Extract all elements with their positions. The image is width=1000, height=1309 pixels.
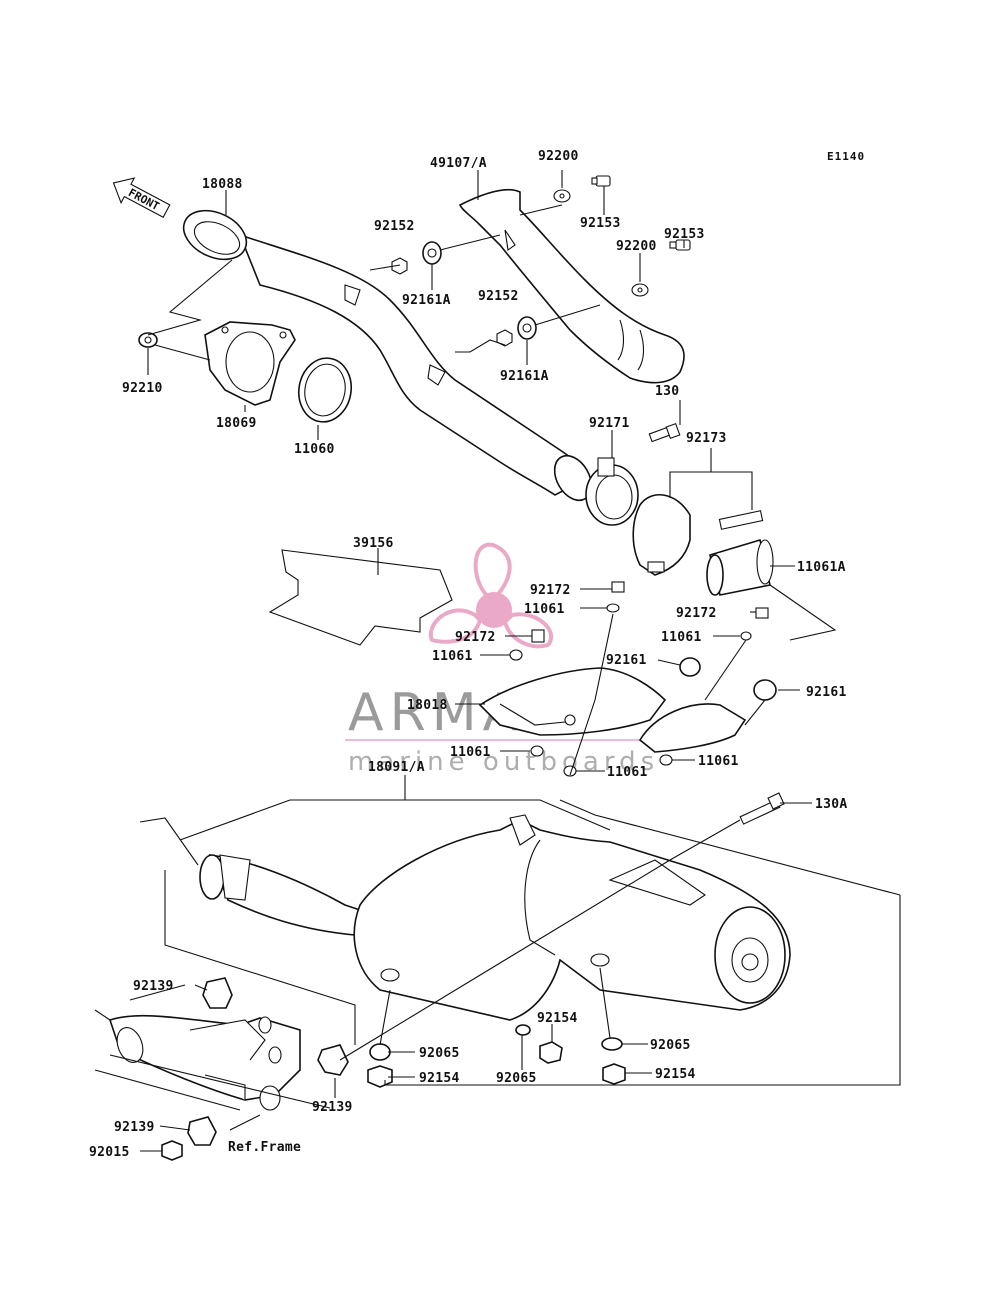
part-92154-plug-a	[367, 1065, 393, 1088]
part-18091A-muffler	[199, 814, 791, 1021]
label-130: 130	[655, 384, 679, 399]
part-39156-insulator	[268, 549, 453, 646]
front-label: FRONT	[126, 186, 162, 213]
label-92161A-b: 92161A	[500, 369, 549, 384]
label-92015: 92015	[89, 1145, 130, 1160]
part-92152-nut-a	[391, 257, 408, 275]
label-11060: 11060	[294, 442, 335, 457]
part-92173-clamp-assembly	[632, 493, 764, 576]
part-11061-washer-f	[659, 754, 673, 766]
leader-lines	[94, 170, 901, 1152]
label-92139-c: 92139	[114, 1120, 155, 1135]
part-92200-washer-top	[553, 189, 571, 203]
part-92065-gasket-a	[369, 1043, 391, 1061]
front-arrow-icon: FRONT	[112, 177, 171, 219]
part-92161A-grommet-b	[517, 316, 537, 340]
part-49107A-heat-shield	[458, 188, 685, 384]
part-92153-bolt-top	[591, 175, 611, 187]
label-92154-b: 92154	[537, 1011, 578, 1026]
part-92065-gasket-b	[515, 1024, 531, 1036]
part-92139-damper-a	[202, 977, 233, 1009]
label-92172-a: 92172	[530, 583, 571, 598]
label-92200-right: 92200	[616, 239, 657, 254]
label-18018: 18018	[407, 698, 448, 713]
part-11061-washer-c	[509, 649, 523, 661]
label-92152-a: 92152	[374, 219, 415, 234]
part-130A-bolt	[739, 792, 785, 825]
label-92173: 92173	[686, 431, 727, 446]
propeller-logo	[428, 542, 553, 649]
part-130-bolt	[648, 422, 681, 443]
part-92154-plug-c	[602, 1063, 626, 1085]
label-11061-f: 11061	[698, 754, 739, 769]
label-11061-b: 11061	[661, 630, 702, 645]
label-92161-a: 92161	[606, 653, 647, 668]
label-92139-b: 92139	[312, 1100, 353, 1115]
label-92200-top: 92200	[538, 149, 579, 164]
part-18088-flange	[182, 209, 248, 261]
label-92065-a: 92065	[419, 1046, 460, 1061]
label-92161-b: 92161	[806, 685, 847, 700]
part-92139-damper-c	[187, 1116, 217, 1146]
part-92200-washer-right	[631, 283, 649, 297]
part-11061A-sleeve	[706, 538, 774, 596]
label-11061-e: 11061	[607, 765, 648, 780]
label-92210: 92210	[122, 381, 163, 396]
watermark-tagline: marine outboards	[348, 747, 659, 777]
label-92172-c: 92172	[455, 630, 496, 645]
part-92154-plug-b	[539, 1041, 563, 1064]
part-11061-washer-a	[606, 603, 620, 613]
label-130A: 130A	[815, 797, 848, 812]
part-92161A-grommet-a	[422, 241, 442, 265]
label-92065-b: 92065	[650, 1038, 691, 1053]
part-92161-grommet-b	[753, 679, 777, 701]
label-18069: 18069	[216, 416, 257, 431]
part-92015-nut	[161, 1140, 183, 1161]
part-18069-gasket	[204, 321, 296, 406]
part-92172-screw-c	[531, 629, 545, 643]
label-18088: 18088	[202, 177, 243, 192]
label-92171: 92171	[589, 416, 630, 431]
label-92172-b: 92172	[676, 606, 717, 621]
header-pipe	[238, 233, 593, 502]
part-92161-grommet-a	[679, 657, 701, 677]
label-ref-frame: Ref.Frame	[228, 1140, 301, 1155]
label-39156: 39156	[353, 536, 394, 551]
label-92152-b: 92152	[478, 289, 519, 304]
part-labels: 18088 49107/A 92200 92153 92152 92161A 9…	[89, 149, 848, 1160]
part-92139-damper-b	[317, 1044, 349, 1076]
part-92171-clamp	[585, 457, 639, 526]
label-92154-c: 92154	[655, 1067, 696, 1082]
label-92161A-a: 92161A	[402, 293, 451, 308]
part-11060-ring	[297, 357, 353, 423]
part-92153-bolt-right	[669, 239, 691, 251]
label-92153-top: 92153	[580, 216, 621, 231]
label-92065-c: 92065	[496, 1071, 537, 1086]
label-92154-a: 92154	[419, 1071, 460, 1086]
label-92153-right: 92153	[664, 227, 705, 242]
label-11061-d: 11061	[450, 745, 491, 760]
part-11061-washer-b	[740, 631, 752, 641]
part-92210-washer	[138, 332, 158, 348]
label-49107A: 49107/A	[430, 156, 487, 171]
part-11061-washer-d	[530, 745, 544, 757]
label-11061A: 11061A	[797, 560, 846, 575]
armada-watermark: ARMADA marine outboards	[345, 542, 659, 777]
label-18091A: 18091/A	[368, 760, 425, 775]
label-11061-c: 11061	[432, 649, 473, 664]
part-92172-screw-a	[611, 581, 625, 593]
diagram-code: E1140	[827, 150, 865, 163]
ref-frame-bracket	[108, 1014, 301, 1111]
label-11061-a: 11061	[524, 602, 565, 617]
part-92172-screw-b	[755, 607, 769, 619]
part-92065-gasket-c	[601, 1037, 623, 1051]
label-92139-a: 92139	[133, 979, 174, 994]
part-18018-cover	[478, 667, 747, 753]
